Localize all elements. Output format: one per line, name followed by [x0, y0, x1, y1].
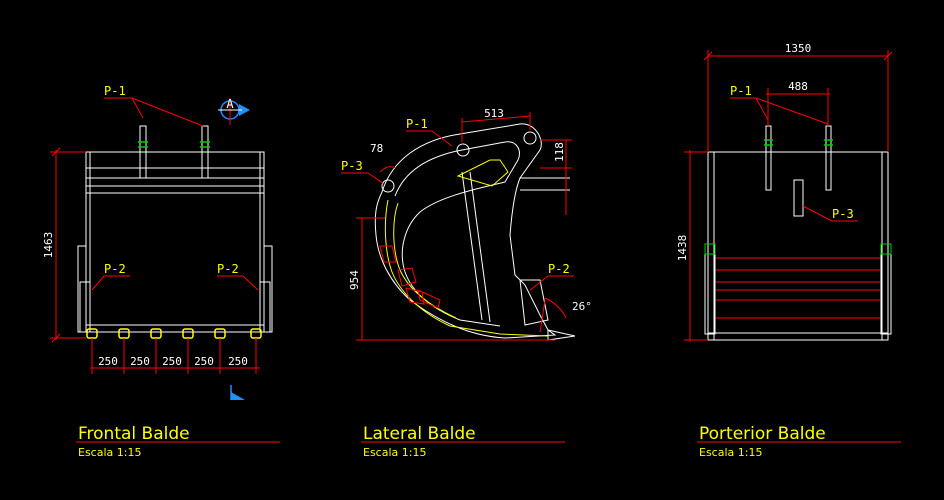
frontal-tooth-spacing-dimension [90, 338, 260, 374]
section-marker-letter: A [226, 97, 234, 111]
posterior-bucket-outline [704, 125, 892, 341]
posterior-title: Porterior Balde [699, 424, 826, 444]
lateral-bucket-outline [374, 123, 576, 341]
frontal-ear-pins [138, 141, 210, 148]
lateral-label-p2: P-2 [548, 262, 570, 276]
lateral-width-dim-label: 513 [484, 107, 504, 120]
tooth-spacing-label: 250 [162, 355, 182, 368]
lateral-title: Lateral Balde [363, 424, 476, 444]
lateral-height-dimension [356, 217, 555, 341]
lateral-angle-dim-label: 78 [370, 142, 383, 155]
section-marker-bottom-arrow-icon [231, 392, 245, 400]
frontal-teeth [86, 328, 262, 339]
frontal-leader-p2-left [91, 275, 130, 291]
frontal-height-dimension [50, 147, 86, 343]
posterior-label-p1: P-1 [730, 84, 752, 98]
lateral-tip-angle-dimension [539, 297, 567, 333]
posterior-leader-p3 [802, 205, 858, 222]
section-marker-a: A [218, 97, 250, 125]
lateral-small-height-dimension [540, 139, 572, 215]
lateral-leader-p3 [341, 172, 385, 185]
frontal-view: 1463 250 250 250 250 250 P-1 P-2 [42, 84, 280, 459]
frontal-tooth [214, 328, 226, 339]
frontal-bucket-outline [77, 125, 273, 333]
frontal-tooth [182, 328, 194, 339]
posterior-ear-spacing-dimension [766, 88, 830, 126]
frontal-title: Frontal Balde [78, 424, 190, 444]
lateral-side-plates [379, 245, 441, 309]
posterior-leader-p1 [730, 97, 829, 125]
frontal-tooth [150, 328, 162, 339]
frontal-leader-p1 [104, 97, 204, 127]
frontal-height-dim-label: 1463 [42, 232, 55, 259]
posterior-side-plates-green [704, 243, 892, 255]
lateral-leader-p1 [406, 130, 453, 147]
lateral-width-dimension [461, 112, 531, 142]
lateral-height-dim-label: 954 [348, 270, 361, 290]
posterior-height-dimension [684, 150, 708, 342]
frontal-label-p2-right: P-2 [217, 262, 239, 276]
frontal-tooth [118, 328, 130, 339]
posterior-label-p3: P-3 [832, 207, 854, 221]
lateral-small-height-dim-label: 118 [553, 142, 566, 162]
frontal-tooth [86, 328, 98, 339]
posterior-scale: Escala 1:15 [699, 446, 762, 459]
lateral-angle-dimension [379, 166, 397, 173]
frontal-tooth-spacing-labels: 250 250 250 250 250 [98, 355, 248, 368]
section-marker-arrow-icon [239, 104, 250, 116]
lateral-label-p1: P-1 [406, 117, 428, 131]
posterior-view: 1350 488 1438 P-1 P-3 Porterior Balde Es… [676, 42, 901, 459]
section-marker-bottom [230, 385, 245, 400]
tooth-spacing-label: 250 [130, 355, 150, 368]
lateral-scale: Escala 1:15 [363, 446, 426, 459]
frontal-leader-p2-right [217, 275, 259, 291]
posterior-ear-spacing-dim-label: 488 [788, 80, 808, 93]
frontal-label-p1: P-1 [104, 84, 126, 98]
posterior-width-dim-label: 1350 [785, 42, 812, 55]
posterior-ear-pins [764, 139, 833, 146]
tooth-spacing-label: 250 [98, 355, 118, 368]
tooth-spacing-label: 250 [228, 355, 248, 368]
frontal-label-p2-left: P-2 [104, 262, 126, 276]
posterior-height-dim-label: 1438 [676, 235, 689, 262]
frontal-scale: Escala 1:15 [78, 446, 141, 459]
lateral-label-p3: P-3 [341, 159, 363, 173]
tooth-spacing-label: 250 [194, 355, 214, 368]
posterior-wear-strips [716, 257, 880, 319]
lateral-view: 513 118 78 954 26° P-1 P-3 [341, 107, 592, 459]
lateral-leader-p2 [529, 275, 574, 291]
posterior-width-dimension [703, 50, 893, 152]
lateral-tip-angle-label: 26° [572, 300, 592, 313]
